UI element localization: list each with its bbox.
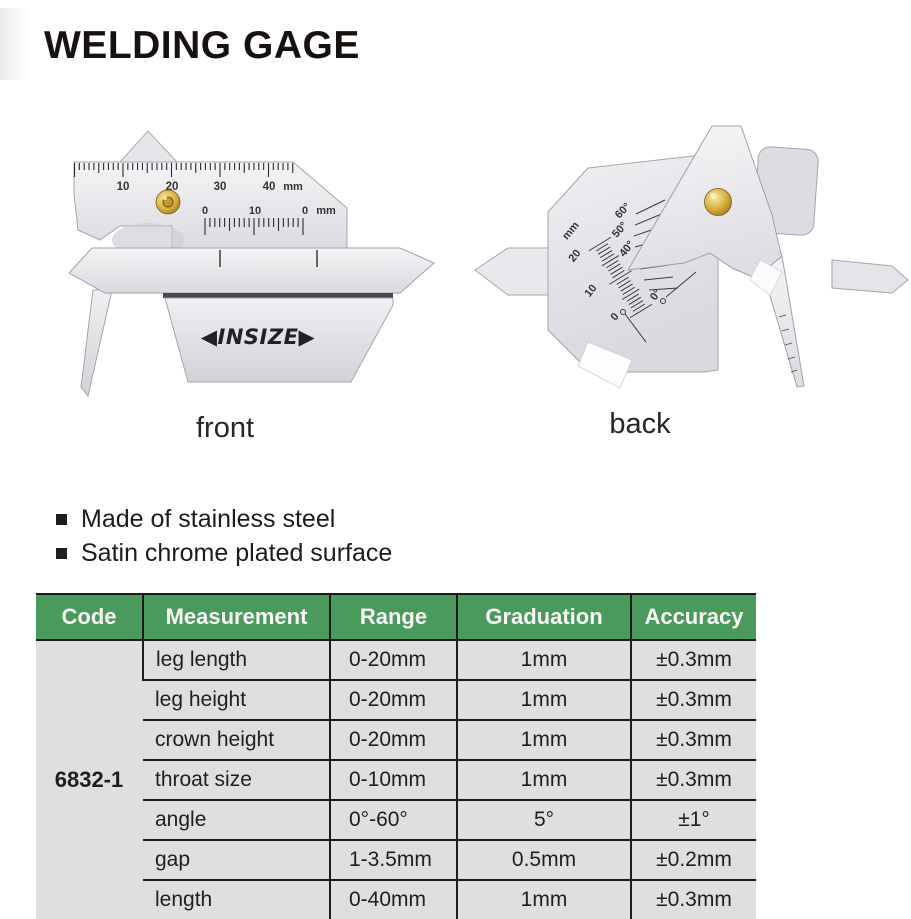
cell-accuracy: ±1° xyxy=(630,799,756,840)
svg-text:mm: mm xyxy=(316,205,336,217)
front-brass-screw xyxy=(155,189,181,215)
cell-graduation: 1mm xyxy=(456,679,631,720)
cell-measurement: length xyxy=(143,879,330,919)
cell-accuracy: ±0.2mm xyxy=(630,839,756,880)
header-accuracy: Accuracy xyxy=(630,593,756,641)
front-gauge-figure: 10 20 30 40 mm 0 10 0 mm ◀INSIZE▶ xyxy=(60,130,460,410)
front-back-plate-tip xyxy=(118,130,179,163)
front-arm-index-ticks xyxy=(219,250,318,267)
svg-text:0: 0 xyxy=(202,205,208,217)
svg-text:40: 40 xyxy=(263,181,276,193)
back-brass-screw xyxy=(704,188,732,216)
cell-accuracy: ±0.3mm xyxy=(630,679,756,720)
header-code: Code xyxy=(36,593,143,641)
cell-measurement: angle xyxy=(143,799,330,840)
table-row: length 0-40mm 1mm ±0.3mm xyxy=(36,879,756,919)
cell-range: 0°-60° xyxy=(329,799,457,840)
front-spike xyxy=(80,289,113,398)
cell-graduation: 1mm xyxy=(456,640,631,680)
table-row: crown height 0-20mm 1mm ±0.3mm xyxy=(36,719,756,760)
feature-list: Made of stainless steel Satin chrome pla… xyxy=(56,504,393,574)
front-gauge-image: 10 20 30 40 mm 0 10 0 mm ◀INSIZE▶ xyxy=(68,130,435,398)
square-bullet-icon xyxy=(56,513,67,525)
table-header-row: Code Measurement Range Graduation Accura… xyxy=(36,593,756,641)
back-right-arm xyxy=(831,259,909,294)
back-left-arm xyxy=(474,247,561,296)
cell-range: 0-20mm xyxy=(329,640,457,680)
product-code: 6832-1 xyxy=(36,640,143,919)
header-measurement: Measurement xyxy=(142,593,330,641)
table-row: throat size 0-10mm 1mm ±0.3mm xyxy=(36,759,756,800)
header-graduation: Graduation xyxy=(456,593,631,641)
table-row: angle 0°-60° 5° ±1° xyxy=(36,799,756,840)
header-range: Range xyxy=(329,593,457,641)
table-row: leg height 0-20mm 1mm ±0.3mm xyxy=(36,679,756,720)
front-caption: front xyxy=(195,412,255,444)
feature-text: Made of stainless steel xyxy=(81,504,336,533)
page-title: WELDING GAGE xyxy=(44,24,360,67)
back-mm-scale-ticks xyxy=(588,236,653,319)
insize-logo: ◀INSIZE▶ xyxy=(201,325,316,349)
square-bullet-icon xyxy=(56,547,67,559)
cell-measurement: gap xyxy=(143,839,330,880)
feature-text: Satin chrome plated surface xyxy=(81,538,393,567)
cell-range: 1-3.5mm xyxy=(329,839,457,880)
cell-graduation: 1mm xyxy=(456,759,631,800)
back-caption: back xyxy=(609,408,671,440)
back-gauge-figure: mm 20 10 0 60° 50° 40° 0° xyxy=(460,120,910,410)
front-lower-scale-ticks xyxy=(204,218,304,235)
front-arm-shadow xyxy=(163,293,393,298)
spec-table: Code Measurement Range Graduation Accura… xyxy=(36,593,756,919)
back-facet-lower xyxy=(577,341,633,389)
front-slide-arm xyxy=(68,247,435,294)
cell-measurement: leg height xyxy=(143,679,330,720)
svg-text:10: 10 xyxy=(249,205,261,217)
back-mm-zero-leader xyxy=(620,309,647,343)
back-facet-needle xyxy=(749,259,783,296)
cell-range: 0-10mm xyxy=(329,759,457,800)
cell-accuracy: ±0.3mm xyxy=(630,719,756,760)
front-lower-scale-labels: 0 10 0 mm xyxy=(202,205,336,217)
table-row: 6832-1 leg length 0-20mm 1mm ±0.3mm xyxy=(36,640,756,919)
svg-text:0: 0 xyxy=(302,205,308,217)
cell-accuracy: ±0.3mm xyxy=(630,879,756,919)
svg-text:mm: mm xyxy=(283,181,303,193)
table-row: gap 1-3.5mm 0.5mm ±0.2mm xyxy=(36,839,756,880)
cell-accuracy: ±0.3mm xyxy=(630,640,756,680)
cell-graduation: 1mm xyxy=(456,879,631,919)
cell-range: 0-40mm xyxy=(329,879,457,919)
cell-graduation: 1mm xyxy=(456,719,631,760)
cell-accuracy: ±0.3mm xyxy=(630,759,756,800)
scan-artifact xyxy=(0,8,34,80)
cell-range: 0-20mm xyxy=(329,719,457,760)
cell-range: 0-20mm xyxy=(329,679,457,720)
svg-text:30: 30 xyxy=(214,181,227,193)
cell-graduation: 5° xyxy=(456,799,631,840)
cell-measurement: throat size xyxy=(143,759,330,800)
list-item: Made of stainless steel xyxy=(56,504,392,533)
back-gauge-image: mm 20 10 0 60° 50° 40° 0° xyxy=(474,125,909,389)
svg-text:10: 10 xyxy=(117,181,130,193)
cell-measurement: leg length xyxy=(142,640,330,680)
back-needle-ticks xyxy=(778,314,798,373)
list-item: Satin chrome plated surface xyxy=(56,538,393,567)
front-top-scale-ticks xyxy=(73,163,294,177)
cell-measurement: crown height xyxy=(143,719,330,760)
front-lower-plate xyxy=(164,297,394,383)
cell-graduation: 0.5mm xyxy=(456,839,631,880)
front-top-scale-labels: 10 20 30 40 mm xyxy=(117,181,303,193)
